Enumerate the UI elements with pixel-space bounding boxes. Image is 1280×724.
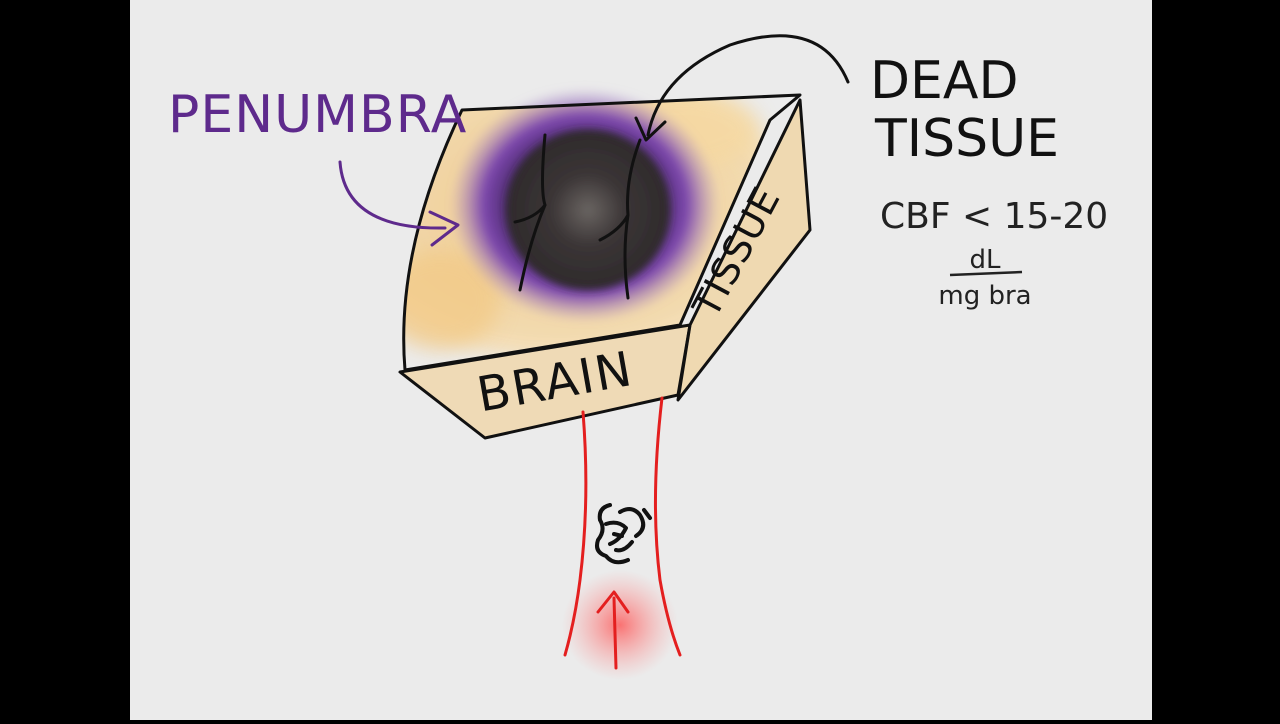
penumbra-arrow [338, 160, 447, 230]
vessel-wall-left [563, 410, 588, 657]
dead-label-line1: DEAD [870, 51, 1019, 111]
clot-icon [595, 503, 652, 565]
tissue-top-face [402, 87, 802, 372]
tissue-front-face: BRAIN [398, 323, 692, 440]
cbf-fraction-bar [949, 270, 1023, 277]
dead-tissue-core [506, 130, 670, 290]
vessel-wall-right [653, 396, 682, 657]
sulcus-left [513, 133, 547, 292]
sulcus-right [598, 138, 642, 300]
arrow-up-icon [596, 590, 630, 670]
cbf-unit-numerator: dL [970, 245, 1002, 275]
cbf-unit-denominator: mg bra [938, 281, 1031, 311]
blood-flow-glow [562, 570, 678, 680]
penumbra-label: PENUMBRA [168, 85, 467, 145]
blood-vessel [562, 396, 682, 680]
dead-tissue-arrow [646, 34, 850, 137]
dead-label-line2: TISSUE [874, 109, 1059, 169]
cbf-threshold: CBF < 15-20 [880, 196, 1108, 237]
